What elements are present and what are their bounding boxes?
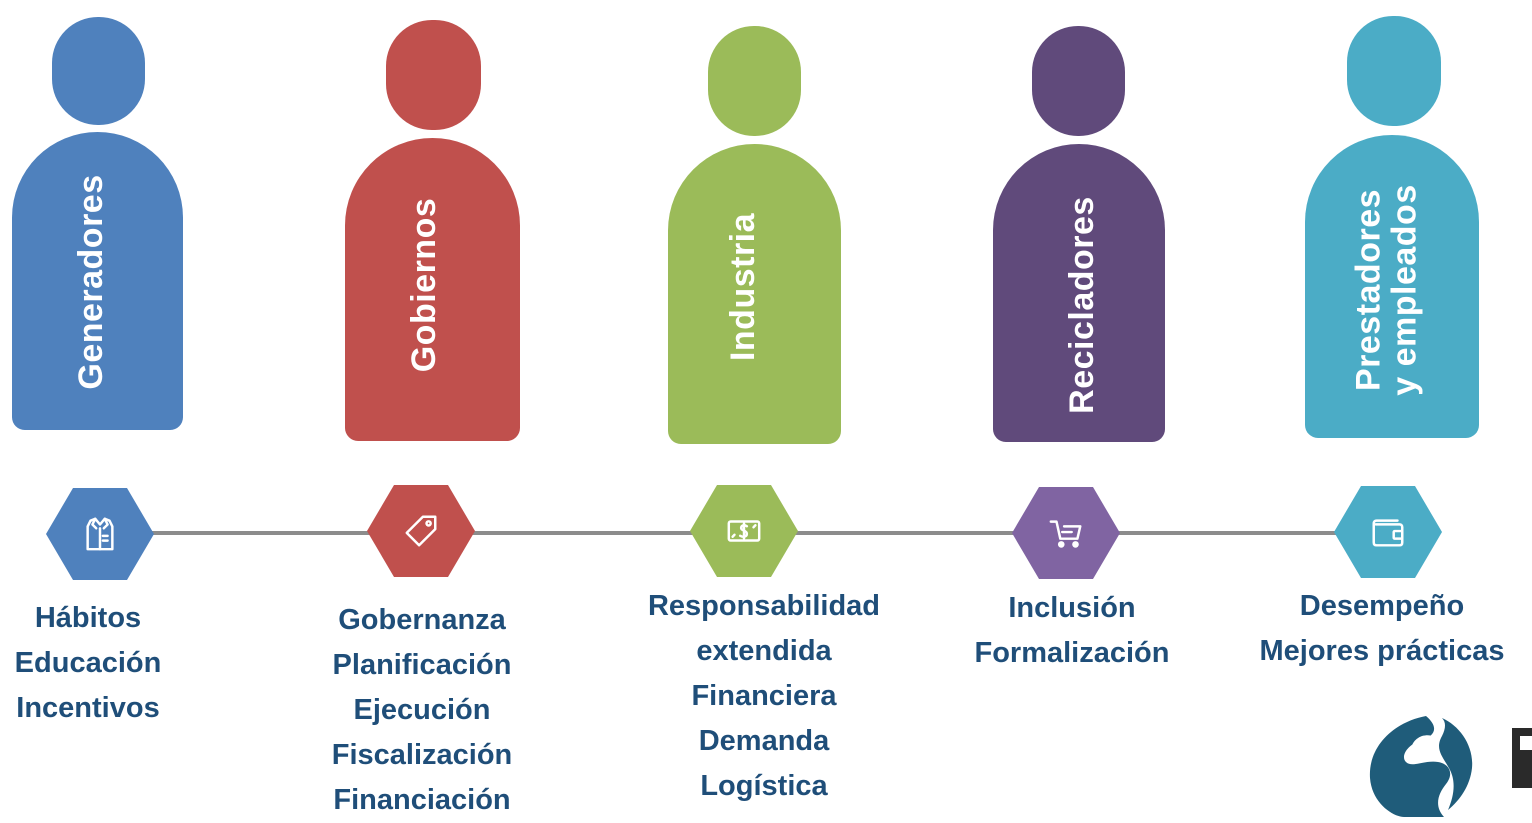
stakeholder-label: Industria — [724, 212, 763, 362]
description-recicladores: Inclusión Formalización — [922, 586, 1222, 676]
description-item: Hábitos — [34, 602, 142, 634]
stakeholder-label: Recicladores — [1063, 196, 1102, 414]
figure-body — [1305, 135, 1479, 438]
logo-icon — [1364, 706, 1532, 817]
description-item: Financiera — [691, 680, 837, 712]
figure-generadores: Generadores — [0, 0, 200, 440]
description-item: Fiscalización — [331, 739, 513, 771]
figure-industria: Industria — [660, 0, 860, 450]
description-industria: Responsabilidad extendida Financiera Dem… — [614, 584, 914, 809]
figure-head — [708, 26, 801, 136]
hexagon-generadores — [46, 488, 154, 580]
shirt-icon — [86, 517, 114, 551]
stakeholder-label: Generadores — [72, 174, 111, 390]
description-item: Formalización — [974, 637, 1170, 669]
figure-head — [52, 17, 145, 125]
tag-icon — [405, 515, 437, 547]
description-item: Responsabilidad — [647, 590, 881, 622]
figure-recicladores: Recicladores — [985, 0, 1185, 450]
description-item: extendida — [696, 635, 832, 667]
figure-head — [1032, 26, 1125, 136]
hexagon-industria — [690, 485, 798, 577]
description-item: Demanda — [698, 725, 830, 757]
description-item: Desempeño — [1299, 590, 1465, 622]
figure-body — [993, 144, 1165, 442]
figure-prestadores: Prestadores y empleados — [1295, 0, 1495, 445]
hexagon-recicladores — [1012, 487, 1120, 579]
description-item: Gobernanza — [338, 604, 506, 636]
hexagon-gobiernos — [367, 485, 475, 577]
description-item: Logística — [700, 770, 828, 802]
stakeholder-label: Prestadores y empleados — [1349, 184, 1423, 396]
money-icon — [727, 520, 761, 542]
hexagon-prestadores — [1334, 486, 1442, 578]
cart-icon — [1049, 520, 1082, 548]
description-item: Mejores prácticas — [1259, 635, 1505, 667]
description-item: Ejecución — [353, 694, 491, 726]
figure-body — [668, 144, 841, 444]
description-item: Educación — [14, 647, 162, 679]
description-gobiernos: Gobernanza Planificación Ejecución Fisca… — [272, 598, 572, 823]
figure-body — [12, 132, 183, 430]
figure-gobiernos: Gobiernos — [330, 0, 530, 445]
description-item: Financiación — [333, 784, 511, 816]
stakeholder-label: Gobiernos — [405, 197, 444, 373]
figure-head — [1347, 16, 1441, 126]
description-prestadores: Desempeño Mejores prácticas — [1232, 584, 1532, 674]
description-item: Incentivos — [16, 692, 160, 724]
figure-head — [386, 20, 481, 130]
description-item: Planificación — [332, 649, 512, 681]
figure-body — [345, 138, 520, 441]
description-item: Inclusión — [1008, 592, 1136, 624]
wallet-icon — [1372, 519, 1404, 547]
description-generadores: Hábitos Educación Incentivos — [0, 596, 238, 731]
